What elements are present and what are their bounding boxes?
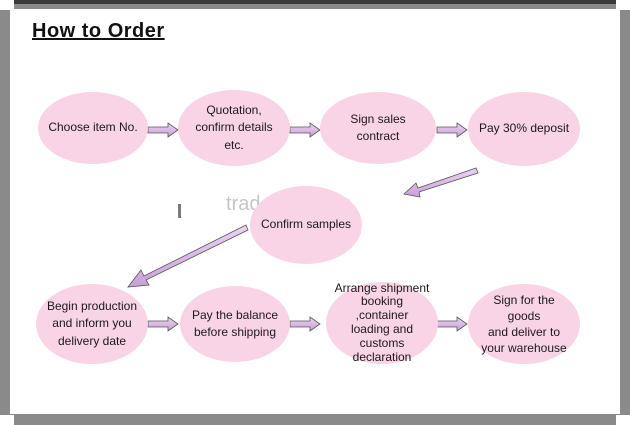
step-confirm-samples: Confirm samples (250, 186, 362, 264)
step-choose-item: Choose item No. (38, 92, 148, 164)
frame-corner (0, 415, 14, 425)
step-label: Confirm samples (260, 217, 352, 232)
step-quotation: Quotation, confirm details etc. (178, 90, 290, 166)
arrow-4-to-5 (403, 167, 479, 198)
step-arrange-shipment: Arrange shipment booking ,container load… (326, 280, 438, 364)
step-label: Sign sales contract (350, 111, 406, 143)
step-pay-balance: Pay the balance before shipping (180, 286, 290, 362)
step-begin-production: Begin production and inform you delivery… (36, 284, 148, 364)
arrow-5-to-6 (127, 224, 249, 288)
step-label: Sign for the goods and deliver to your w… (481, 292, 567, 356)
page-title: How to Order (32, 20, 165, 42)
step-label: Choose item No. (48, 120, 138, 135)
arrow-3-to-4 (436, 122, 468, 138)
arrow-7-to-8 (289, 316, 321, 332)
step-sign-goods: Sign for the goods and deliver to your w… (468, 284, 580, 364)
frame-corner (616, 0, 630, 10)
step-label: Begin production and inform you delivery… (46, 298, 138, 348)
decorative-mark (178, 204, 181, 218)
step-label: Quotation, confirm details etc. (195, 102, 273, 152)
frame-top-edge (0, 0, 630, 4)
step-pay-deposit: Pay 30% deposit (468, 92, 580, 166)
step-label: Pay 30% deposit (478, 121, 570, 136)
arrow-1-to-2 (147, 122, 179, 138)
frame-corner (0, 0, 14, 10)
arrow-8-to-9 (436, 316, 468, 332)
arrow-6-to-7 (147, 316, 179, 332)
arrow-2-to-3 (289, 122, 321, 138)
frame-corner (616, 415, 630, 425)
step-label: Arrange shipment booking ,container load… (334, 280, 430, 364)
step-sign-contract: Sign sales contract (320, 92, 436, 164)
step-label: Pay the balance before shipping (191, 307, 279, 339)
